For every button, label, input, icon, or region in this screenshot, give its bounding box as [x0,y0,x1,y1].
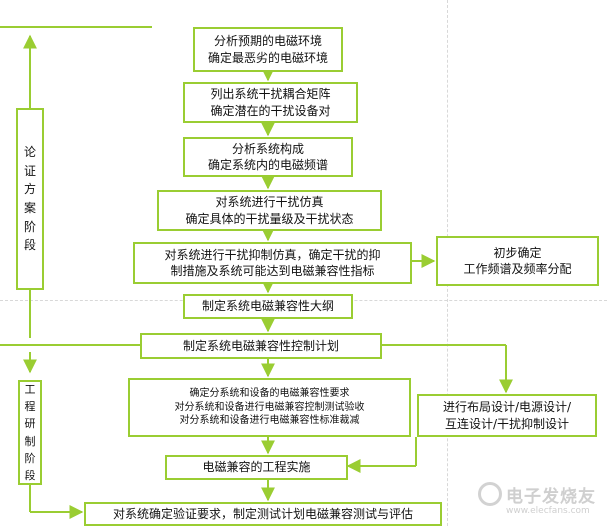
phase-char: 段 [24,468,36,482]
phase-label-demonstration: 论 证 方 案 阶 段 [16,108,44,290]
watermark: 电子发烧友 www.elecfans.com [478,480,603,522]
step-analyze-environment: 分析预期的电磁环境 确定最恶劣的电磁环境 [193,27,343,72]
phase-char: 程 [24,400,36,414]
step-system-composition: 分析系统构成 确定系统内的电磁频谱 [183,137,353,177]
step-suppression-simulation: 对系统进行干扰抑制仿真，确定干扰的抑 制措施及系统可能达到电磁兼容性指标 [133,242,412,284]
phase-label-engineering: 工 程 研 制 阶 段 [18,380,42,485]
watermark-name: 电子发烧友 [506,487,596,507]
step-text: 确定分系统和设备的电磁兼容性要求 [189,388,350,400]
step-interference-simulation: 对系统进行干扰仿真 确定具体的干扰量级及干扰状态 [157,190,382,231]
step-emc-control-plan: 制定系统电磁兼容性控制计划 [140,333,382,359]
step-engineering-implementation: 电磁兼容的工程实施 [165,455,348,480]
step-text: 分析预期的电磁环境 [213,34,322,49]
phase-char: 段 [23,238,36,253]
step-text: 对分系统和设备进行电磁兼容控制测试验收 [174,401,365,413]
step-text: 制措施及系统可能达到电磁兼容性指标 [170,264,375,278]
phase-char: 证 [23,163,36,178]
step-text: 确定具体的干扰量级及干扰状态 [185,211,354,226]
step-text: 互连设计/干扰抑制设计 [444,416,570,431]
phase-char: 方 [23,182,36,197]
phase-char: 阶 [24,451,36,465]
step-verification-testing: 对系统确定验证要求，制定测试计划电磁兼容测试与评估 [84,502,442,526]
phase-char: 制 [24,434,36,448]
step-layout-design: 进行布局设计/电源设计/ 互连设计/干扰抑制设计 [417,394,597,437]
phase-char: 阶 [23,219,36,234]
step-subsystem-requirements: 确定分系统和设备的电磁兼容性要求 对分系统和设备进行电磁兼容控制测试验收 对分系… [128,378,411,437]
step-text: 对系统确定验证要求，制定测试计划电磁兼容测试与评估 [112,506,413,521]
step-text: 确定最恶劣的电磁环境 [207,50,328,65]
step-text: 制定系统电磁兼容性大纲 [201,299,334,314]
phase-char: 案 [23,201,36,215]
step-text: 确定系统内的电磁频谱 [207,158,328,172]
phase-char: 研 [24,417,36,431]
phase-char: 论 [23,145,36,160]
step-text: 确定潜在的干扰设备对 [210,103,331,118]
watermark-url: www.elecfans.com [506,506,590,516]
step-text: 分析系统构成 [231,141,304,156]
step-text: 初步确定 [493,245,542,260]
step-frequency-allocation: 初步确定 工作频谱及频率分配 [436,236,599,286]
step-text: 对系统进行干扰仿真 [215,195,324,210]
step-coupling-matrix: 列出系统干扰耦合矩阵 确定潜在的干扰设备对 [183,82,358,123]
step-text: 对分系统和设备进行电磁兼容性标准裁减 [179,415,360,427]
phase-char: 工 [24,383,36,397]
watermark-logo-icon [478,482,502,506]
step-text: 进行布局设计/电源设计/ [442,400,572,415]
step-text: 电磁兼容的工程实施 [202,460,311,475]
step-text: 对系统进行干扰抑制仿真，确定干扰的抑 [164,247,381,262]
step-text: 制定系统电磁兼容性控制计划 [182,338,339,353]
step-text: 列出系统干扰耦合矩阵 [210,87,331,102]
step-text: 工作频谱及频率分配 [463,262,572,276]
step-emc-outline: 制定系统电磁兼容性大纲 [183,294,353,319]
